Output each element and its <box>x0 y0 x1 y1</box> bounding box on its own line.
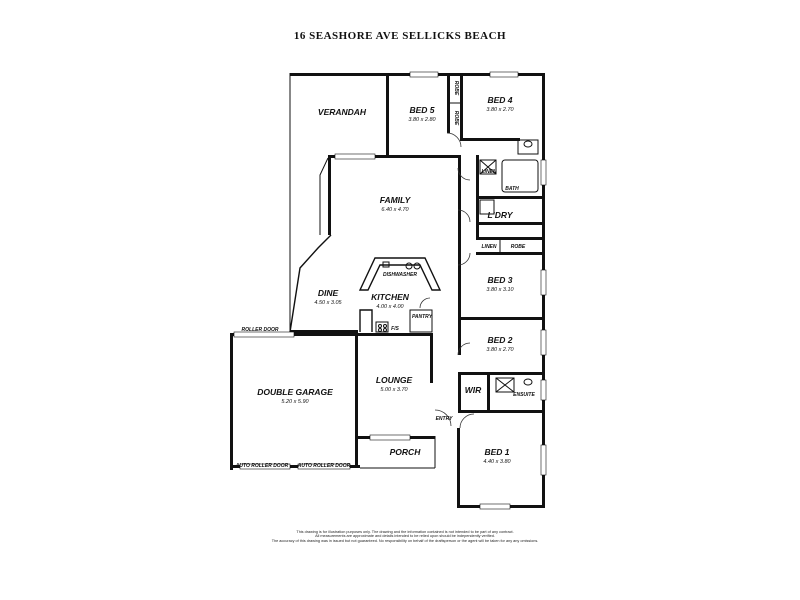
fridge-label: F/S <box>391 326 399 332</box>
roller-door-label: ROLLER DOOR <box>242 327 279 333</box>
lounge-label: LOUNGE <box>376 375 413 385</box>
disclaimer-line: All measurements are approximate and det… <box>315 534 495 539</box>
family-dims: 6.40 x 4.70 <box>381 207 409 213</box>
garage-dims: 5.20 x 5.90 <box>281 399 309 405</box>
verandah-label: VERANDAH <box>318 107 367 117</box>
family-label: FAMILY <box>380 195 412 205</box>
garage-label: DOUBLE GARAGE <box>257 387 333 397</box>
bed1-dims: 4.40 x 3.80 <box>483 459 511 465</box>
auto-roller-door-label-1: AUTO ROLLER DOOR <box>235 463 289 469</box>
bed5-label: BED 5 <box>409 105 434 115</box>
garage-doors <box>233 331 351 470</box>
bed1-label: BED 1 <box>484 447 509 457</box>
robe-bed5-label-b: ROBE <box>453 111 459 126</box>
interior-walls <box>289 73 545 469</box>
disclaimer-line: This drawing is for illustration purpose… <box>296 530 514 534</box>
laundry-label: L'DRY <box>487 210 513 220</box>
bed2-dims: 3.80 x 2.70 <box>486 347 514 353</box>
pantry-label: PANTRY <box>412 314 433 320</box>
bed5-dims: 3.80 x 2.80 <box>408 117 436 123</box>
disclaimer: This drawing is for illustration purpose… <box>240 530 570 543</box>
wir-label: WIR <box>465 385 482 395</box>
auto-roller-door-label-2: AUTO ROLLER DOOR <box>297 463 351 469</box>
bath-label: BATH <box>505 186 519 192</box>
windows <box>334 71 547 510</box>
plan-title: 16 SEASHORE AVE SELLICKS BEACH <box>293 30 507 42</box>
robe-bed5-label: ROBE <box>453 81 459 96</box>
ensuite-label: ENSUITE <box>513 392 535 398</box>
doors <box>419 132 475 429</box>
dine-label: DINE <box>318 288 339 298</box>
kitchen-dims: 4.00 x 4.00 <box>376 304 404 310</box>
linen-bath-label: LINEN <box>482 169 497 175</box>
robe-bed3-label: ROBE <box>511 244 526 250</box>
bed3-label: BED 3 <box>487 275 512 285</box>
linen-hall-label: LINEN <box>482 244 497 250</box>
dishwasher-label: DISHWASHER <box>383 272 417 278</box>
bed4-label: BED 4 <box>487 95 512 105</box>
bed3-dims: 3.80 x 3.10 <box>486 287 514 293</box>
porch-label: PORCH <box>390 447 422 457</box>
disclaimer-line: The accuracy of this drawing was in issu… <box>271 538 539 543</box>
lounge-dims: 5.00 x 3.70 <box>380 387 408 393</box>
dine-dims: 4.50 x 3.05 <box>314 300 342 306</box>
bed4-dims: 3.80 x 2.70 <box>486 107 514 113</box>
entry-label: ENTRY <box>436 416 454 422</box>
kitchen-island <box>358 257 442 333</box>
bathroom-fixtures <box>479 139 539 393</box>
kitchen-label: KITCHEN <box>371 292 410 302</box>
bed2-label: BED 2 <box>487 335 512 345</box>
